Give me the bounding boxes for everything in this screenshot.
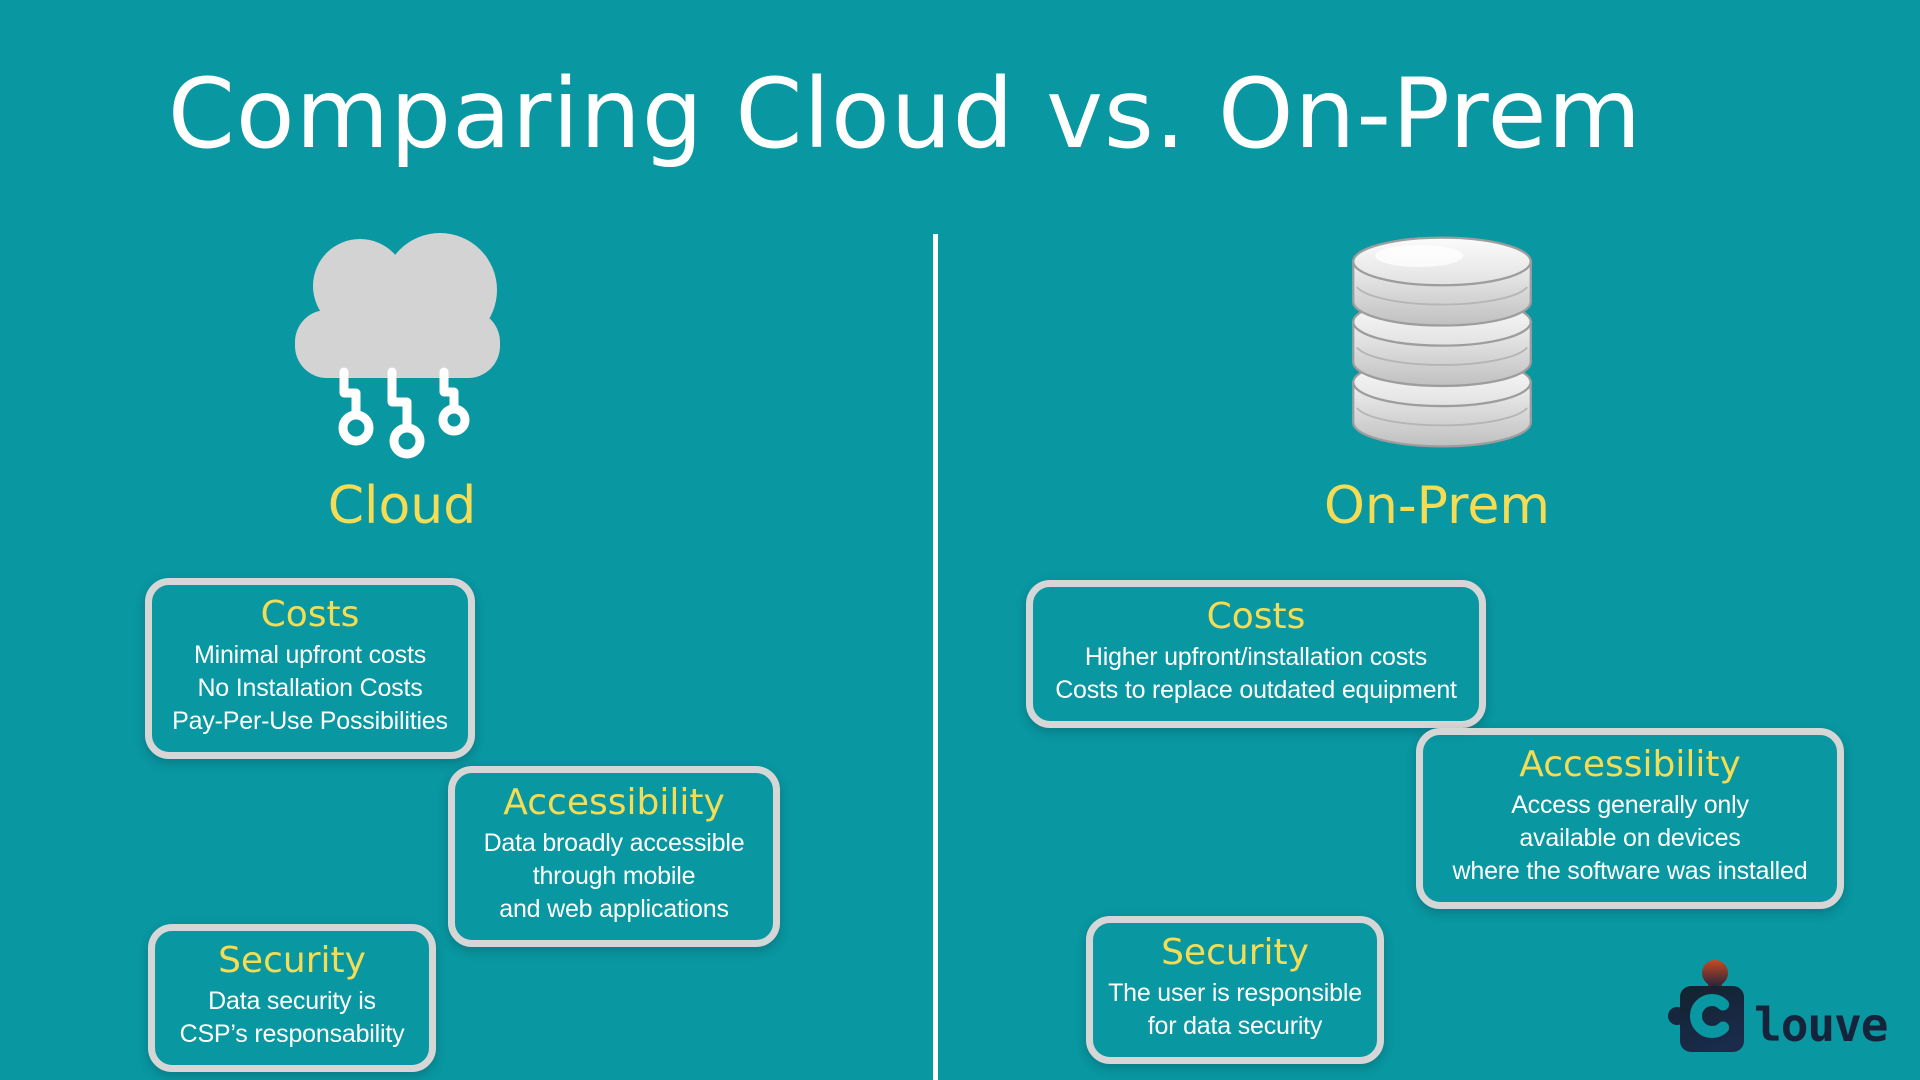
box-text-line: Higher upfront/installation costs (1084, 643, 1428, 672)
box-text-line: and web applications (499, 895, 729, 924)
box-heading: Costs (260, 594, 360, 635)
box-heading: Accessibility (1519, 744, 1741, 785)
box-heading: Security (218, 940, 366, 981)
box-text-line: through mobile (532, 862, 696, 891)
clouve-puzzle-c-icon (1668, 960, 1744, 1052)
onprem-accessibility-box: Accessibility Access generally only avai… (1416, 728, 1844, 910)
box-text-line: Data security is (208, 987, 376, 1016)
box-text-line: CSP’s responsability (179, 1020, 405, 1049)
box-heading: Costs (1206, 596, 1306, 637)
onprem-security-box: Security The user is responsible for dat… (1086, 916, 1384, 1065)
box-text-line: Minimal upfront costs (194, 641, 426, 670)
box-text-line: available on devices (1519, 824, 1741, 853)
database-stack-icon (1352, 236, 1532, 448)
box-text-line: The user is responsible (1108, 979, 1362, 1008)
box-text-line: No Installation Costs (197, 674, 423, 703)
box-text-line: Access generally only (1511, 791, 1749, 820)
onprem-costs-box: Costs Higher upfront/installation costs … (1026, 580, 1486, 729)
clouve-logo: louve (1668, 958, 1888, 1062)
box-text-line: where the software was installed (1452, 857, 1808, 886)
page-title: Comparing Cloud vs. On-Prem (167, 58, 1643, 170)
center-divider (933, 234, 938, 1080)
box-text-line: for data security (1147, 1012, 1323, 1041)
box-heading: Security (1161, 932, 1309, 973)
box-text-line: Costs to replace outdated equipment (1055, 676, 1457, 705)
box-text-line: Data broadly accessible (483, 829, 745, 858)
cloud-circuit-icon (295, 233, 500, 459)
box-text-line: Pay-Per-Use Possibilities (172, 707, 448, 736)
cloud-column-label: Cloud (327, 476, 477, 536)
cloud-accessibility-box: Accessibility Data broadly accessible th… (448, 766, 780, 948)
cloud-costs-box: Costs Minimal upfront costs No Installat… (145, 578, 475, 760)
onprem-column-label: On-Prem (1324, 476, 1550, 536)
box-heading: Accessibility (503, 782, 725, 823)
cloud-security-box: Security Data security is CSP’s responsa… (148, 924, 436, 1073)
clouve-logo-text: louve (1754, 998, 1888, 1052)
